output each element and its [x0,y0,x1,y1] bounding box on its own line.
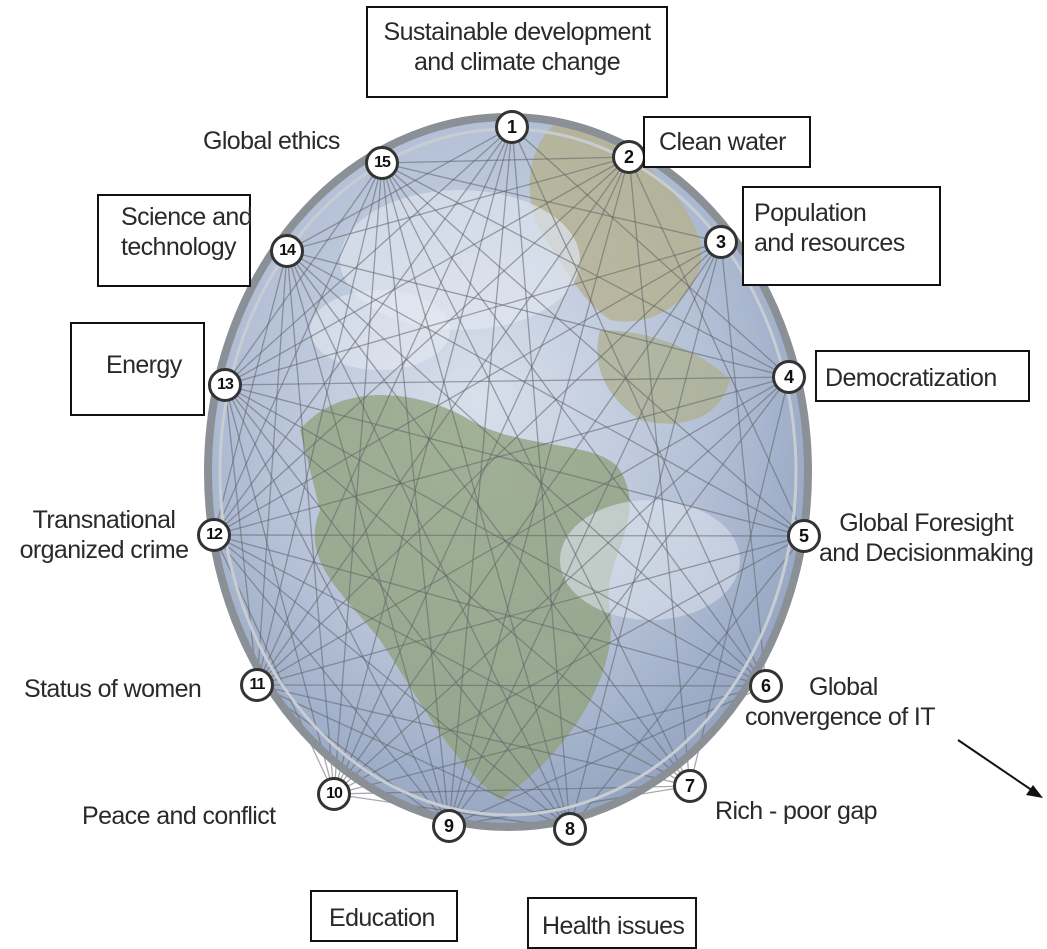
connection-4-15 [381,162,790,378]
connection-2-11 [256,156,630,686]
connection-6-9 [448,685,767,827]
node-marker-3: 3 [704,225,738,259]
node-marker-6: 6 [749,669,783,703]
connection-2-12 [213,156,630,536]
connection-1-11 [256,126,513,686]
connection-4-10 [333,376,790,795]
connection-1-10 [333,126,513,795]
connection-11-15 [256,162,383,686]
connection-7-13 [224,384,691,787]
connection-6-14 [286,250,767,687]
connection-7-12 [213,534,691,787]
connection-7-11 [256,684,691,787]
connection-4-13 [224,376,790,386]
connection-2-7 [628,156,691,787]
label-education: Education [310,890,458,942]
connection-5-13 [224,384,805,537]
node-marker-8: 8 [553,812,587,846]
connection-6-15 [381,162,767,687]
label-status-of-women: Status of women [24,675,202,703]
label-democratization: Democratization [815,350,1030,402]
connection-1-4 [511,126,790,378]
connection-11-14 [256,250,288,686]
connection-9-15 [381,162,450,827]
connection-3-6 [720,241,767,687]
connection-2-10 [333,156,630,795]
connection-3-13 [224,241,722,386]
node-marker-9: 9 [432,809,466,843]
node-marker-10: 10 [317,777,351,811]
connection-7-14 [286,250,691,787]
node-marker-12: 12 [197,518,231,552]
connection-1-8 [511,126,571,830]
connection-3-15 [381,162,722,243]
connection-12-15 [213,162,383,536]
pointer-arrowhead [1026,785,1043,798]
connection-5-11 [256,535,805,686]
connection-9-14 [286,250,450,827]
connection-5-15 [381,162,805,537]
connection-1-12 [213,126,513,536]
connection-5-10 [333,535,805,795]
connection-9-13 [224,384,450,827]
connection-3-10 [333,241,722,795]
connection-7-15 [381,162,691,787]
node-marker-7: 7 [673,769,707,803]
connection-11-13 [224,384,258,686]
connection-8-14 [286,250,571,830]
node-marker-1: 1 [495,110,529,144]
connection-6-10 [333,685,767,795]
connection-10-14 [286,250,335,795]
connection-8-12 [213,534,571,830]
connection-3-12 [213,241,722,536]
connection-13-15 [224,162,383,386]
connection-3-11 [256,241,722,686]
connection-9-12 [213,534,450,827]
connection-2-5 [628,156,805,537]
connection-4-14 [286,250,790,378]
connection-4-7 [689,376,790,787]
node-marker-15: 15 [365,146,399,180]
label-peace-conflict: Peace and conflict [82,802,276,830]
connection-8-15 [381,162,571,830]
label-energy: Energy [70,322,205,416]
connection-5-14 [286,250,805,537]
node-marker-2: 2 [612,140,646,174]
label-global-ethics: Global ethics [203,127,340,155]
node-marker-4: 4 [772,360,806,394]
connection-1-14 [286,126,513,252]
connection-7-10 [333,785,691,795]
label-health-issues: Health issues [527,897,697,949]
connection-3-9 [448,241,722,827]
connection-1-13 [224,126,513,386]
pointer-arrow-line [957,739,1037,794]
node-marker-11: 11 [240,668,274,702]
connection-6-13 [224,384,767,687]
connection-8-13 [224,384,571,830]
connection-2-14 [286,156,630,252]
connection-lines [213,126,805,830]
connection-12-14 [213,250,288,536]
connection-1-6 [511,126,767,687]
connection-2-13 [224,156,630,386]
node-marker-14: 14 [270,234,304,268]
connection-5-8 [569,535,805,830]
connection-5-12 [213,534,805,537]
connection-10-15 [333,162,383,795]
node-marker-5: 5 [787,519,821,553]
connection-6-12 [213,534,767,687]
node-marker-13: 13 [208,368,242,402]
connection-2-15 [381,156,630,164]
label-clean-water: Clean water [643,116,811,168]
label-rich-poor-gap: Rich - poor gap [715,797,878,825]
